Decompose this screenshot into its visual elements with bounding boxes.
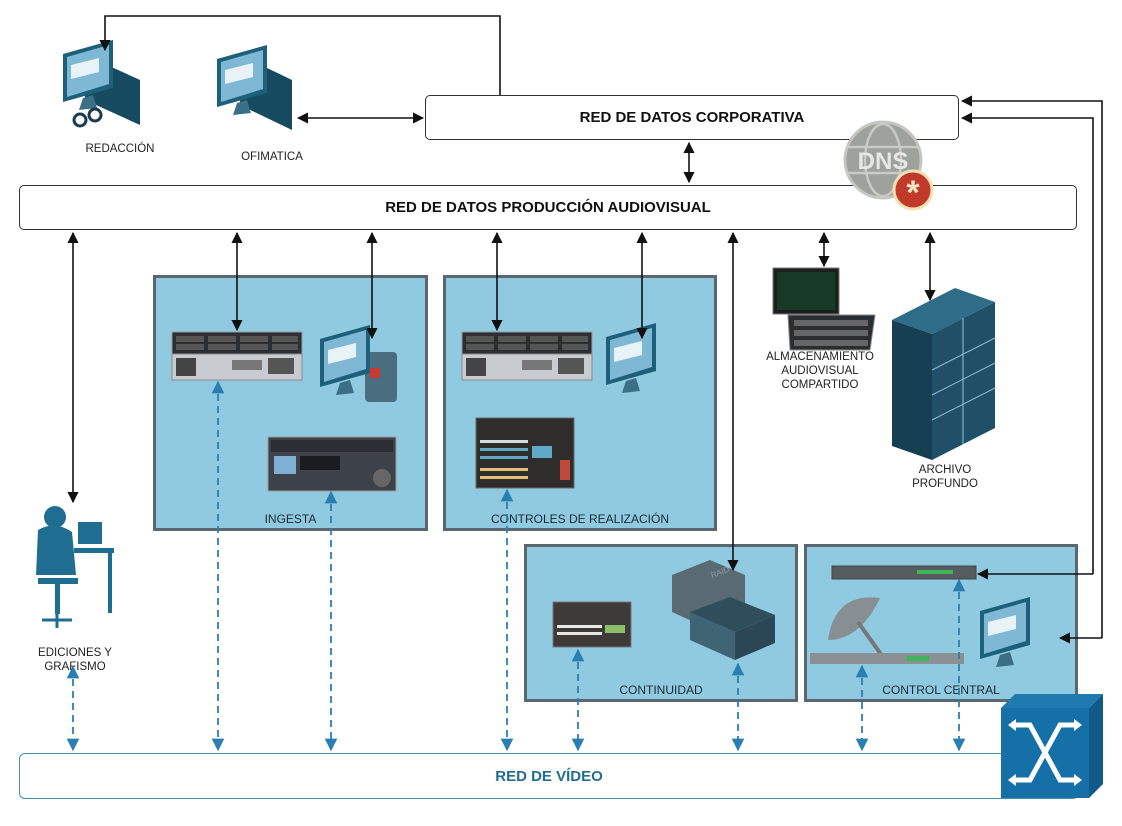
vision-mixer-icon	[475, 417, 575, 489]
ediciones-operator-icon	[36, 506, 114, 628]
ingesta-workstation-icon	[320, 325, 397, 402]
video-links	[66, 380, 966, 752]
zone-control-central-label: CONTROL CENTRAL	[882, 683, 1000, 697]
controles-server-icon	[461, 331, 593, 381]
ediciones-label: EDICIONES Y GRAFISMO	[38, 647, 112, 673]
raid-storage-icon: RAID	[672, 560, 775, 660]
corporate-network-bar: RED DE DATOS CORPORATIVA	[425, 95, 959, 140]
svg-text:*: *	[906, 174, 920, 212]
dns-label: DNS	[858, 148, 909, 175]
control-central-rack-unit-icon	[831, 565, 977, 580]
control-central-monitor-icon	[980, 597, 1030, 667]
shared-storage-icon	[772, 267, 876, 351]
redaccion-label: REDACCIÓN	[85, 143, 155, 155]
deep-archive-rack-icon	[892, 288, 996, 460]
data-links	[67, 15, 1103, 644]
satellite-dish-icon	[828, 597, 887, 662]
zone-ingesta-label: INGESTA	[264, 512, 317, 526]
ingesta-server-icon	[171, 331, 303, 381]
dns-server-icon: DNS *	[843, 120, 934, 212]
video-network-label: RED DE VÍDEO	[495, 767, 603, 785]
ofimatica-workstation-icon	[217, 45, 292, 130]
video-router-switch-icon	[1001, 694, 1103, 798]
ofimatica-label: OFIMATICA	[241, 151, 303, 163]
zone-continuidad-label: CONTINUIDAD	[619, 683, 703, 697]
video-network-bar: RED DE VÍDEO	[19, 753, 1079, 799]
continuity-panel-icon	[552, 601, 632, 648]
ingesta-vtr-icon	[267, 436, 397, 492]
controles-monitor-icon	[606, 323, 656, 393]
corporate-network-label: RED DE DATOS CORPORATIVA	[579, 109, 805, 126]
almacenamiento-label: ALMACENAMIENTO AUDIOVISUAL COMPARTIDO	[766, 351, 874, 391]
archivo-label: ARCHIVO PROFUNDO	[912, 464, 978, 490]
zone-controles-label: CONTROLES DE REALIZACIÓN	[490, 512, 670, 526]
production-network-label: RED DE DATOS PRODUCCIÓN AUDIOVISUAL	[385, 199, 711, 216]
redaccion-workstation-icon	[63, 40, 140, 128]
satellite-receiver-icon	[810, 653, 964, 664]
